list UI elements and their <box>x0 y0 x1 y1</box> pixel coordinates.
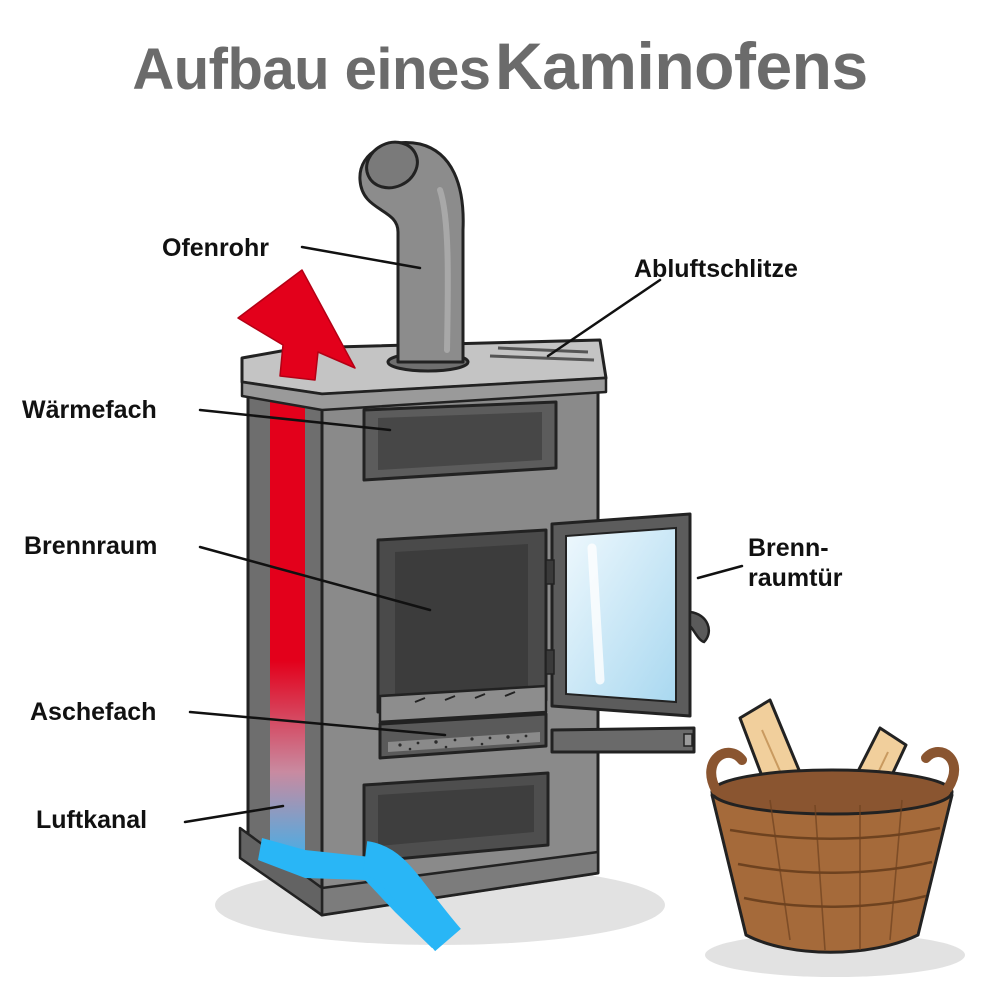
grate-slot <box>474 693 486 699</box>
glass-reflection <box>587 543 605 685</box>
warming-compartment-back <box>378 412 542 470</box>
door-glass <box>565 526 677 704</box>
leader-brennraumtuer <box>696 564 744 580</box>
wood-basket <box>706 698 959 954</box>
door-hinge <box>545 559 555 585</box>
basket-weave <box>769 799 903 951</box>
leader-aschefach <box>188 710 447 737</box>
exhaust-slot <box>497 346 589 354</box>
hot-air-arrow <box>237 269 356 381</box>
ash-particles <box>398 734 528 751</box>
label-waermefach: Wärmefach <box>22 396 157 424</box>
firebox-back <box>395 544 528 698</box>
label-brennraumtuer-line1: Brenn- <box>748 534 829 562</box>
grate-slot <box>444 695 456 701</box>
leader-luftkanal <box>183 804 285 824</box>
ash-drawer-knob <box>683 733 693 747</box>
ash-drawer-front <box>550 726 696 754</box>
basket-weave <box>729 826 941 908</box>
pipe-opening <box>365 140 419 190</box>
leader-waermefach <box>198 408 392 432</box>
air-channel <box>270 395 305 878</box>
title-part-1: Aufbau eines <box>132 37 491 102</box>
label-luftkanal: Luftkanal <box>36 806 148 834</box>
wood-compartment-back <box>378 785 534 846</box>
door-handle <box>688 610 710 644</box>
cold-air-stream <box>361 841 461 952</box>
label-aschefach: Aschefach <box>30 698 157 726</box>
door-hinge <box>545 649 555 675</box>
leader-lines <box>183 245 744 824</box>
basket-handle <box>921 747 959 793</box>
leader-abluftschlitze <box>546 278 662 358</box>
ash-layer <box>388 732 540 752</box>
leader-brennraum <box>198 545 432 612</box>
label-brennraum: Brennraum <box>24 532 158 560</box>
label-brennraumtuer-line2: raumtür <box>748 564 843 592</box>
basket-rim <box>710 768 954 816</box>
label-ofenrohr: Ofenrohr <box>162 234 269 262</box>
grate <box>378 684 548 724</box>
label-abluftschlitze: Abluftschlitze <box>634 255 798 283</box>
diagram-title: Aufbau eines Kaminofens <box>0 28 1000 104</box>
grate-slot <box>504 691 516 697</box>
pipe-highlight <box>437 187 451 353</box>
exhaust-slot <box>489 354 595 362</box>
title-part-2: Kaminofens <box>494 29 868 103</box>
leader-ofenrohr <box>300 245 422 270</box>
basket-handle <box>706 747 747 795</box>
cold-air-inflow <box>258 838 452 948</box>
grate-slot <box>414 697 426 703</box>
stove-top-edge <box>240 376 608 412</box>
